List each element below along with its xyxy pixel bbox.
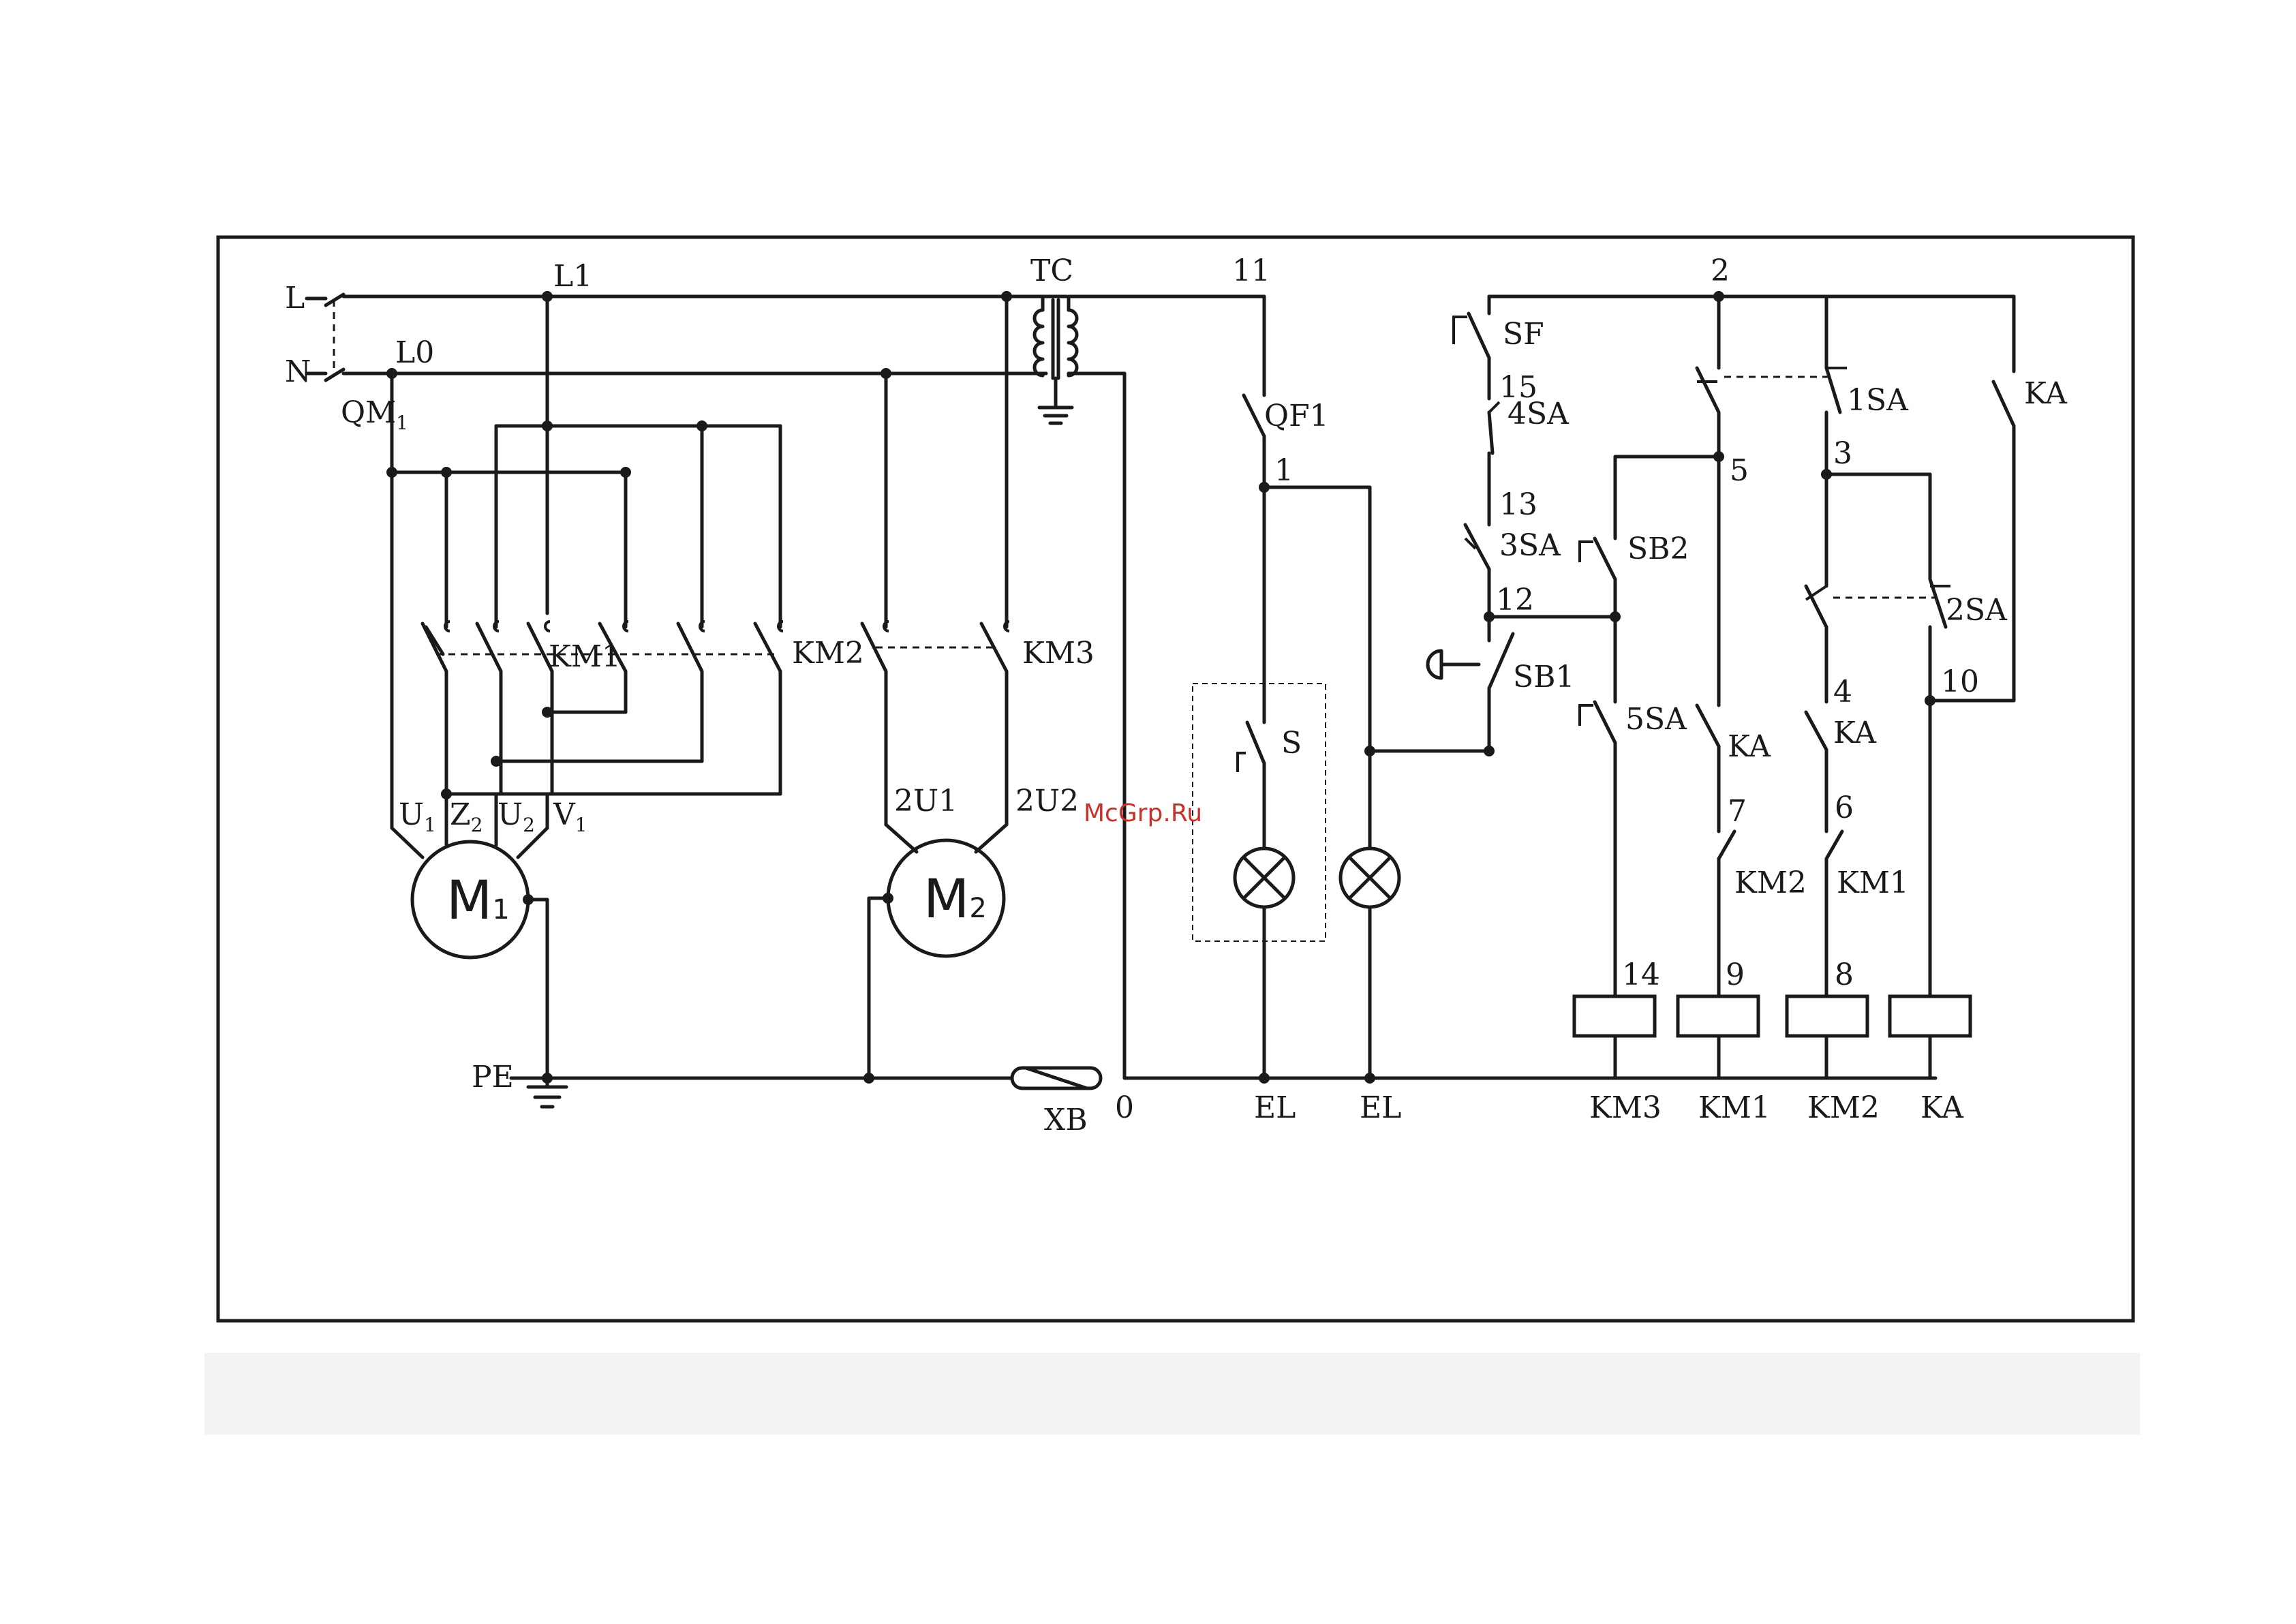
- label-node-4: 4: [1833, 675, 1852, 709]
- label-switch-s: S: [1281, 726, 1302, 761]
- terminal-2u2: 2U2: [1015, 784, 1079, 818]
- terminal-2u1: 2U1: [894, 784, 958, 818]
- label-coil-km2: KM2: [1807, 1090, 1880, 1125]
- control-circuit: 2 SF 15 4SA 13 3SA 12 SB1 SB2: [1428, 254, 2068, 1125]
- label-node-12: 12: [1496, 583, 1534, 617]
- label-node-7: 7: [1728, 794, 1747, 829]
- label-km2-power: KM2: [792, 636, 864, 671]
- caption-band: [204, 1353, 2140, 1435]
- label-sb2: SB2: [1627, 532, 1689, 566]
- terminal-u2: U2: [498, 797, 535, 836]
- transformer-tc: TC 0: [1030, 254, 1935, 1125]
- label-phase: L: [285, 281, 305, 316]
- earth-line: PE XB: [472, 1060, 1101, 1137]
- label-node-14: 14: [1622, 957, 1660, 992]
- label-tc: TC: [1030, 254, 1073, 288]
- label-1sa: 1SA: [1847, 383, 1909, 418]
- coil-km1: [1678, 996, 1758, 1036]
- terminal-v1: V1: [553, 797, 587, 836]
- label-5sa: 5SA: [1625, 702, 1687, 737]
- label-sb1: SB1: [1513, 660, 1574, 694]
- power-section-m1: KM1 KM2 M1 U1 Z2 U2 V1: [386, 296, 864, 1078]
- label-3sa: 3SA: [1499, 528, 1561, 563]
- label-km2-ctrl: KM2: [1734, 865, 1807, 900]
- lamp-circuit: 11 QF1 1 S EL EL: [1193, 254, 1495, 1125]
- diagram-frame: [218, 237, 2133, 1321]
- label-xb: XB: [1044, 1103, 1088, 1137]
- label-km1-power: KM1: [549, 639, 621, 674]
- label-pe: PE: [472, 1060, 514, 1094]
- power-section-m2: KM3 2U1 2U2 M2: [862, 296, 1095, 1078]
- label-m2: M2: [923, 869, 987, 930]
- label-node-11: 11: [1232, 254, 1270, 288]
- label-ka-1: KA: [1728, 729, 1771, 764]
- label-node-8: 8: [1835, 957, 1854, 992]
- label-km3-power: KM3: [1022, 636, 1095, 671]
- label-node-9: 9: [1726, 957, 1745, 992]
- supply-section: L N QM1 L1 L0: [285, 259, 1067, 434]
- label-ka-3: KA: [2024, 376, 2068, 411]
- label-node-10: 10: [1941, 664, 1979, 699]
- label-node-13: 13: [1499, 487, 1537, 522]
- terminal-z2: Z2: [450, 797, 483, 836]
- coil-km3: [1574, 996, 1655, 1036]
- label-node-1: 1: [1274, 453, 1294, 488]
- label-2sa: 2SA: [1946, 593, 2008, 628]
- terminal-u1: U1: [399, 797, 436, 836]
- label-m1: M1: [446, 870, 510, 932]
- label-coil-ka: KA: [1920, 1090, 1964, 1125]
- label-node-3: 3: [1833, 436, 1852, 471]
- label-qm1: QM1: [341, 395, 408, 434]
- label-4sa: 4SA: [1507, 397, 1570, 431]
- label-qf1: QF1: [1264, 399, 1329, 433]
- label-lamp-el-2: EL: [1360, 1090, 1401, 1125]
- label-l1: L1: [553, 259, 592, 294]
- watermark: McGrp.Ru: [1084, 799, 1202, 827]
- label-sf: SF: [1503, 317, 1544, 352]
- coil-km2: [1787, 996, 1867, 1036]
- label-node-2: 2: [1711, 254, 1730, 288]
- label-node-6: 6: [1835, 791, 1854, 825]
- label-l0: L0: [395, 335, 434, 370]
- label-lamp-el-1: EL: [1254, 1090, 1296, 1125]
- label-ka-2: KA: [1833, 716, 1877, 750]
- label-coil-km1: KM1: [1698, 1090, 1771, 1125]
- label-coil-km3: KM3: [1589, 1090, 1662, 1125]
- label-node-0: 0: [1115, 1090, 1134, 1125]
- coil-ka: [1890, 996, 1970, 1036]
- label-km1-ctrl: KM1: [1837, 865, 1909, 900]
- label-node-5: 5: [1730, 453, 1749, 488]
